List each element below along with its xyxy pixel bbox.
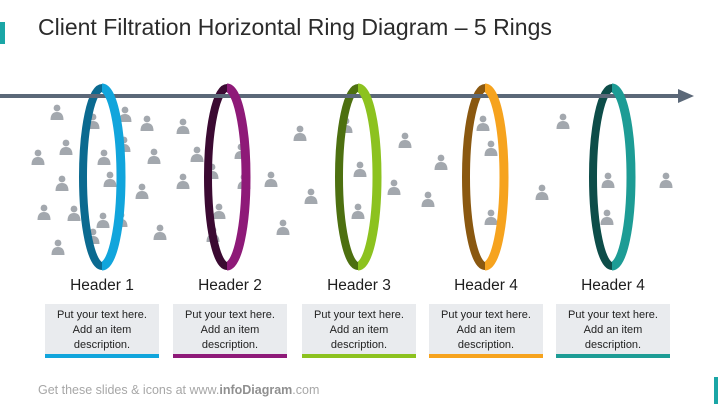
description-line: Put your text here. [314, 309, 404, 321]
description-line: Put your text here. [57, 309, 147, 321]
person-icon [304, 188, 318, 204]
person-icon [118, 106, 132, 122]
ring-1-back [79, 84, 103, 270]
person-icon [264, 171, 278, 187]
ring-5-color-bar [556, 354, 670, 358]
person-icon [293, 125, 307, 141]
people-group [31, 104, 673, 255]
person-icon [434, 154, 448, 170]
person-icon [103, 171, 117, 187]
description-line: Put your text here. [568, 309, 658, 321]
ring-2-front [226, 83, 251, 271]
person-icon [51, 239, 65, 255]
ring-4-header: Header 4 [454, 277, 518, 294]
ring-1-header: Header 1 [70, 277, 134, 294]
description-line: description. [201, 339, 259, 351]
person-icon [176, 173, 190, 189]
description-line: Put your text here. [441, 309, 531, 321]
description-line: Add an item [329, 324, 389, 336]
person-icon [276, 219, 290, 235]
ring-3-header: Header 3 [327, 277, 391, 294]
person-icon [31, 149, 45, 165]
ring-4-color-bar [429, 354, 543, 358]
ring-3-color-bar [302, 354, 416, 358]
ring-1-color-bar [45, 354, 159, 358]
footer-prefix: Get these slides & icons at www. [38, 383, 220, 397]
ring-4-front [484, 83, 509, 271]
person-icon [176, 118, 190, 134]
footer-credit: Get these slides & icons at www.infoDiag… [38, 383, 319, 397]
person-icon [421, 191, 435, 207]
description-line: Add an item [583, 324, 643, 336]
ring-2-color-bar [173, 354, 287, 358]
person-icon [96, 212, 110, 228]
ring-1-front [101, 83, 126, 271]
person-icon [190, 146, 204, 162]
person-icon [37, 204, 51, 220]
person-icon [398, 132, 412, 148]
person-icon [535, 184, 549, 200]
person-icon [476, 115, 490, 131]
person-icon [600, 209, 614, 225]
person-icon [387, 179, 401, 195]
ring-2-header: Header 2 [198, 277, 262, 294]
person-icon [212, 203, 226, 219]
description-line: Add an item [456, 324, 516, 336]
description-line: Put your text here. [185, 309, 275, 321]
person-icon [351, 203, 365, 219]
ring-4-description-box: Put your text here. Add an item descriptio… [429, 304, 543, 358]
person-icon [484, 140, 498, 156]
arrow-head [678, 89, 694, 103]
description-line: description. [330, 339, 388, 351]
person-icon [55, 175, 69, 191]
description-line: Add an item [72, 324, 132, 336]
title-accent-bar [0, 22, 5, 44]
person-icon [140, 115, 154, 131]
corner-accent [714, 377, 718, 404]
person-icon [353, 161, 367, 177]
footer-brand: infoDiagram [219, 383, 293, 397]
description-line: description. [457, 339, 515, 351]
description-line: Add an item [200, 324, 260, 336]
person-icon [147, 148, 161, 164]
ring-4-back [462, 84, 486, 270]
ring-2-description-box: Put your text here. Add an item descriptio… [173, 304, 287, 358]
person-icon [556, 113, 570, 129]
person-icon [135, 183, 149, 199]
person-icon [659, 172, 673, 188]
ring-1-description-box: Put your text here. Add an item descriptio… [45, 304, 159, 358]
person-icon [153, 224, 167, 240]
description-line: description. [73, 339, 131, 351]
ring-3-description-box: Put your text here. Add an item descriptio… [302, 304, 416, 358]
ring-5-description-box: Put your text here. Add an item descriptio… [556, 304, 670, 358]
person-icon [484, 209, 498, 225]
slide-title: Client Filtration Horizontal Ring Diagra… [38, 14, 552, 40]
person-icon [601, 172, 615, 188]
ring-5-header: Header 4 [581, 277, 645, 294]
person-icon [50, 104, 64, 120]
ring-3-front [357, 83, 382, 271]
description-line: description. [584, 339, 642, 351]
person-icon [97, 149, 111, 165]
footer-suffix: .com [292, 383, 320, 397]
ring-5-front [611, 83, 636, 271]
person-icon [59, 139, 73, 155]
person-icon [67, 205, 81, 221]
